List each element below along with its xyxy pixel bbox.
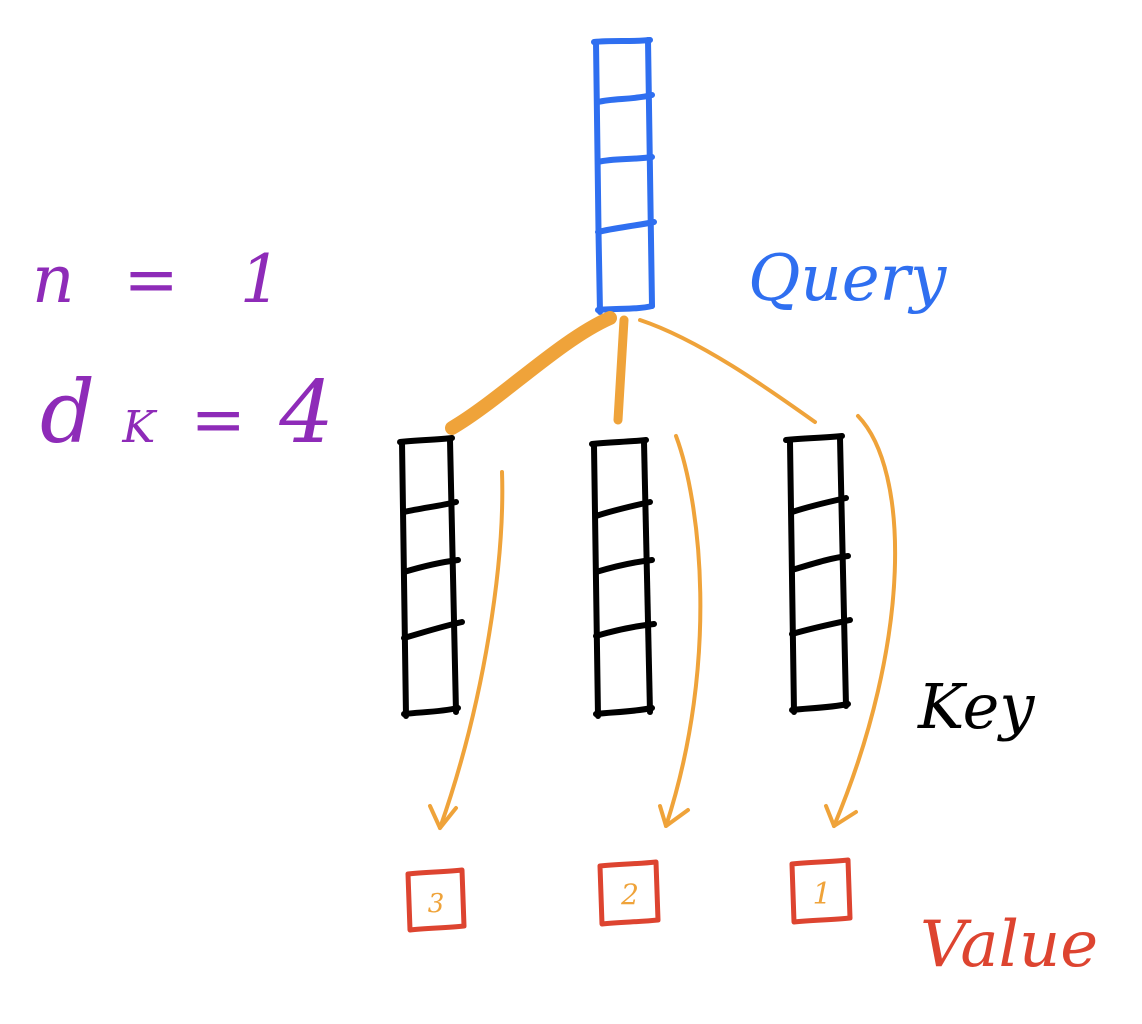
key-vector-2 — [589, 437, 657, 719]
dk-label: d — [40, 363, 95, 463]
dk-value: 4 — [278, 363, 334, 463]
value-arrowhead-3 — [824, 804, 858, 828]
key-vector-3 — [783, 433, 853, 715]
attention-line-strong — [445, 311, 617, 435]
params-block: n = 1 d K = 4 — [32, 241, 334, 463]
query-label: Query — [748, 242, 947, 316]
value-arrow-2 — [664, 434, 703, 828]
value-arrowhead-1 — [428, 804, 458, 830]
query-vector — [591, 37, 657, 315]
value-arrow-1 — [438, 470, 505, 830]
value-box-1: 3 — [405, 867, 467, 933]
attention-line-medium — [613, 315, 629, 425]
svg-text:n = 1: n = 1 — [32, 241, 282, 318]
value-arrow-3 — [832, 414, 898, 828]
value-number-2: 2 — [620, 878, 639, 911]
dk-equals: = — [191, 381, 246, 458]
value-arrowhead-2 — [658, 804, 690, 828]
value-box-3: 1 — [789, 857, 853, 925]
attention-line-weak — [638, 318, 817, 424]
value-arrows — [428, 414, 898, 830]
n-value: 1 — [240, 241, 282, 318]
value-number-3: 1 — [812, 877, 831, 912]
key-label: Key — [917, 670, 1035, 743]
value-number-1: 3 — [428, 889, 445, 919]
n-label: n — [32, 241, 75, 318]
dk-subscript: K — [121, 402, 157, 453]
n-equals: = — [124, 241, 179, 318]
value-box-2: 2 — [597, 859, 661, 927]
value-label: Value — [920, 908, 1098, 982]
attention-lines — [445, 311, 817, 435]
key-vector-1 — [397, 435, 465, 719]
svg-text:d K = 4: d K = 4 — [40, 363, 334, 463]
